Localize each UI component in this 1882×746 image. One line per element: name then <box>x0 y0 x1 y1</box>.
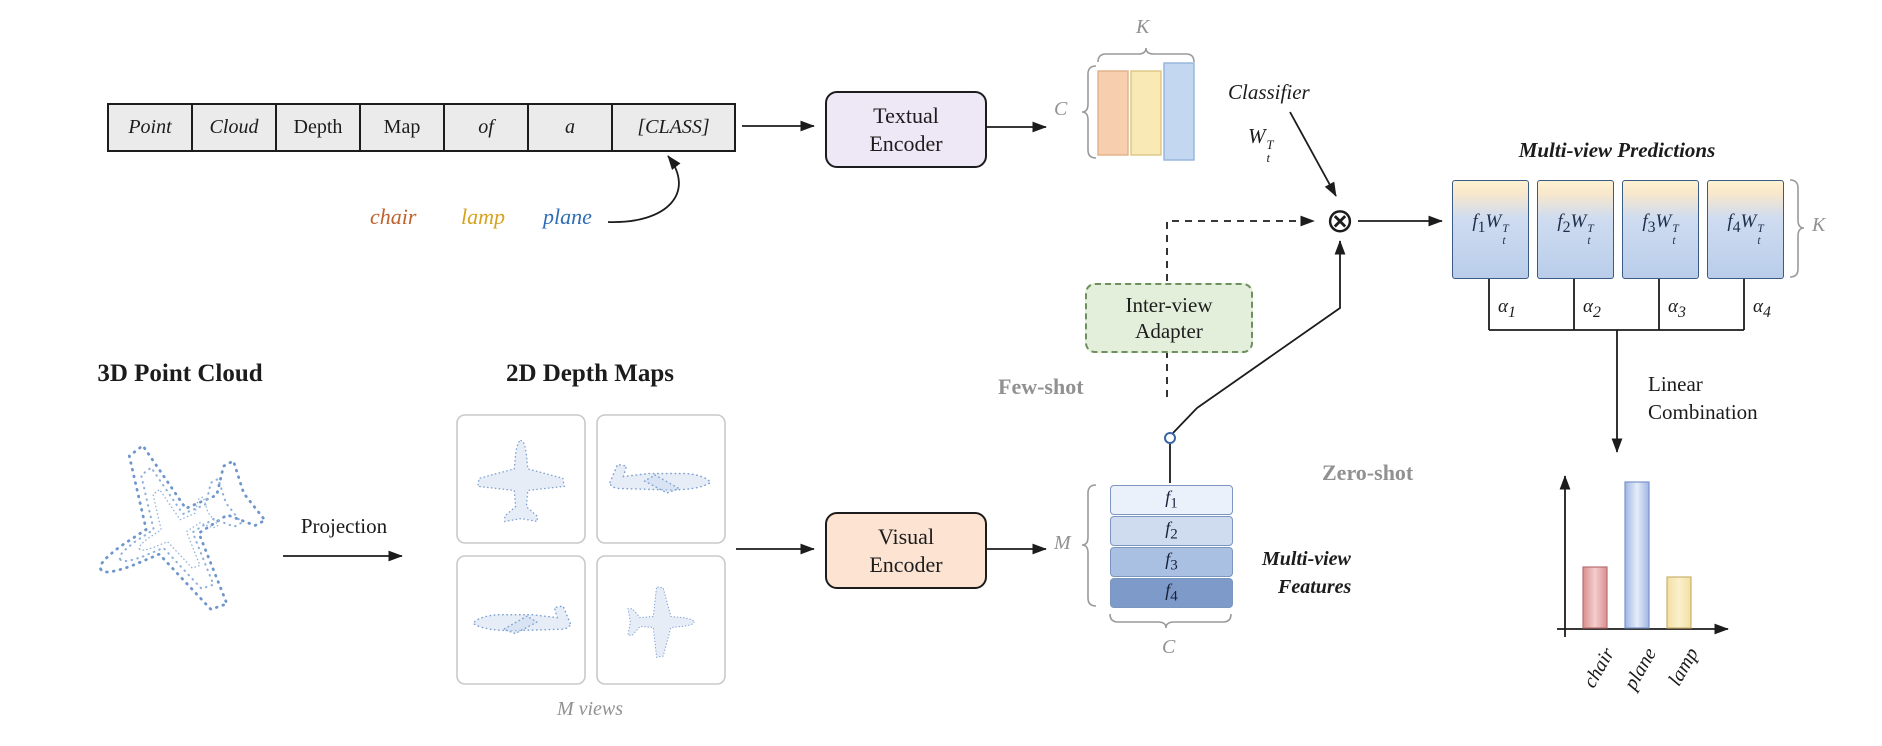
classifier-bar-blue <box>1163 62 1195 161</box>
prompt-template-table: Point Cloud Depth Map of a [CLASS] <box>107 103 736 152</box>
prompt-cell-class-token: [CLASS] <box>637 116 710 138</box>
adapter-line1: Inter-view <box>1125 292 1213 317</box>
features-dim-M: M <box>1054 532 1071 554</box>
classifier-bar-yellow <box>1130 70 1162 156</box>
prompt-cell: of <box>445 105 529 150</box>
prompt-cell: Map <box>361 105 445 150</box>
switch-pivot <box>1164 432 1176 444</box>
alpha-1: α1 <box>1498 296 1516 321</box>
otimes-operator: ⊗ <box>1325 201 1355 241</box>
feature-row-f4: f4 <box>1110 578 1233 608</box>
prediction-aggregation-bracket <box>1488 277 1745 453</box>
m-views-label: M views <box>556 698 624 720</box>
linear-combination-line1: Linear <box>1648 372 1703 396</box>
visual-encoder-line1: Visual <box>877 524 935 549</box>
brace-classifier-C <box>1081 65 1097 159</box>
multi-view-features-line1: Multi-view <box>1262 548 1351 570</box>
alpha-4: α4 <box>1753 296 1771 321</box>
few-shot-label: Few-shot <box>998 374 1084 399</box>
class-word-plane: plane <box>543 204 592 229</box>
alpha-2: α2 <box>1583 296 1601 321</box>
arrow-classifier-to-otimes <box>1289 111 1337 197</box>
point-cloud-plane <box>57 410 293 650</box>
feature-row-f1: f1 <box>1110 485 1233 515</box>
visual-encoder-box: Visual Encoder <box>825 512 987 589</box>
feature-row-f3: f3 <box>1110 547 1233 577</box>
chart-bar-chair <box>1582 566 1608 629</box>
predictions-dim-K: K <box>1812 214 1826 236</box>
class-word-lamp: lamp <box>461 204 505 229</box>
classifier-weight-bars <box>1097 62 1195 161</box>
textual-encoder-line1: Textual <box>873 103 939 128</box>
arrow-adapter-to-otimes-fewshot <box>1166 215 1315 281</box>
prompt-cell: Point <box>109 105 193 150</box>
alpha-3: α3 <box>1668 296 1686 321</box>
feature-row-label: f1 <box>1165 487 1178 512</box>
multi-view-features-line2: Features <box>1278 576 1352 598</box>
inter-view-adapter-box: Inter-view Adapter <box>1085 283 1253 353</box>
class-word-chair: chair <box>370 204 417 229</box>
textual-encoder-box: Textual Encoder <box>825 91 987 168</box>
prediction-bar-chart <box>1557 475 1729 637</box>
features-dim-C: C <box>1162 636 1176 658</box>
classifier-dim-K: K <box>1136 16 1150 38</box>
point-cloud-title: 3D Point Cloud <box>97 360 263 387</box>
depth-map-grid <box>456 414 726 685</box>
arrow-classes-to-class-token <box>607 155 681 223</box>
brace-features-M <box>1081 484 1097 607</box>
adapter-line2: Adapter <box>1135 319 1203 343</box>
feature-row-label: f3 <box>1165 549 1178 574</box>
classifier-dim-C: C <box>1054 98 1068 120</box>
arrow-switch-to-otimes-zeroshot <box>1196 240 1346 409</box>
visual-encoder-line2: Encoder <box>869 551 943 577</box>
chart-bar-lamp <box>1666 576 1692 629</box>
textual-encoder-line2: Encoder <box>869 130 943 156</box>
depth-maps-title: 2D Depth Maps <box>505 360 675 387</box>
chart-bar-plane <box>1624 481 1650 629</box>
switch-lever <box>1172 407 1198 434</box>
multi-view-predictions-title: Multi-view Predictions <box>1518 138 1716 162</box>
feature-row-label: f4 <box>1165 580 1178 605</box>
prompt-cell: Cloud <box>193 105 277 150</box>
classifier-label: Classifier <box>1228 80 1310 104</box>
zero-shot-label: Zero-shot <box>1322 460 1414 485</box>
classifier-bar-orange <box>1097 70 1129 156</box>
prompt-cell: a <box>529 105 613 150</box>
brace-predictions-K <box>1789 179 1805 278</box>
brace-classifier-K <box>1097 47 1195 63</box>
projection-label: Projection <box>300 514 388 538</box>
linear-combination-line2: Combination <box>1648 400 1758 424</box>
prompt-cell: Depth <box>277 105 361 150</box>
feature-row-f2: f2 <box>1110 516 1233 546</box>
feature-row-label: f2 <box>1165 518 1178 543</box>
brace-features-C <box>1109 613 1232 629</box>
